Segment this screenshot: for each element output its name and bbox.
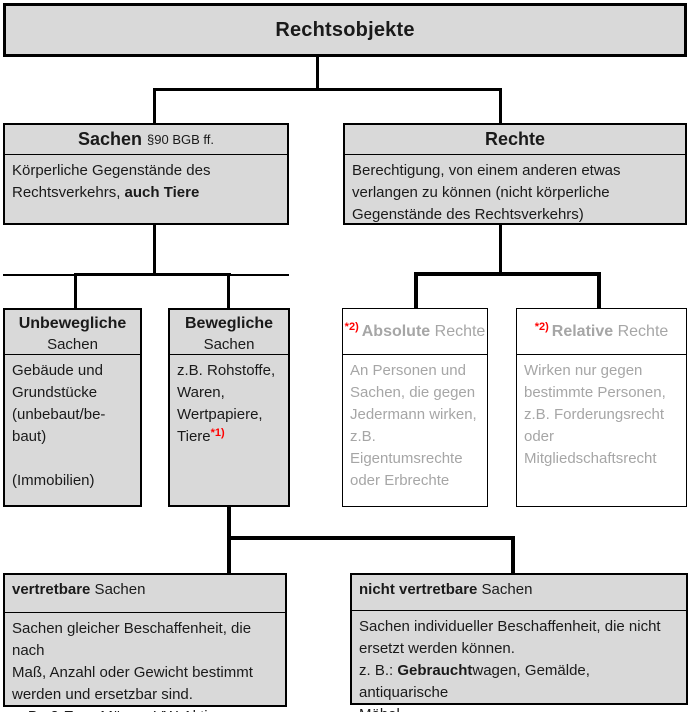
page-title: Rechtsobjekte (275, 18, 415, 41)
node-vertretbare-sachen: vertretbare Sachen Sachen gleicher Besch… (3, 573, 287, 712)
node-nicht-vertretbare-title-rest: Sachen (477, 581, 533, 598)
connector-to-bewegliche (227, 275, 230, 308)
connector-to-nicht-vertretbare (511, 539, 515, 573)
connector-bottom-bracket (227, 536, 515, 540)
node-nicht-vertretbare-example-bold: Gebraucht (397, 662, 473, 679)
node-absolute-title-rest: Rechte (430, 322, 486, 340)
connector-to-unbewegliche (74, 275, 77, 308)
node-nicht-vertretbare-body-text: Sachen individueller Beschaffenheit, die… (359, 618, 661, 657)
node-nicht-vertretbare-header: nicht vertretbare Sachen (352, 575, 686, 611)
connector-to-relative (597, 275, 601, 308)
node-sachen-law-reference: §90 BGB ff. (147, 132, 214, 147)
node-nicht-vertretbare-example-prefix: z. B.: (359, 662, 398, 679)
connector-to-sachen (153, 88, 156, 123)
node-rechte-header: Rechte (345, 125, 685, 155)
node-rechte-body: Berechtigung, von einem anderen etwas ve… (352, 162, 621, 223)
node-vertretbare-title-bold: vertretbare (12, 581, 91, 598)
node-vertretbare-title-rest: Sachen (90, 581, 146, 598)
connector-rechte-bracket (414, 272, 601, 276)
node-unbewegliche-title-bold: Unbewegliche (18, 315, 127, 332)
node-relative-header: *2)Relative Rechte (517, 309, 686, 355)
node-nicht-vertretbare-title-bold: nicht vertretbare (359, 581, 478, 598)
node-absolute-title-bold: Absolute (361, 322, 431, 340)
node-vertretbare-body: Sachen gleicher Beschaffenheit, die nach… (12, 620, 253, 712)
node-vertretbare-header: vertretbare Sachen (5, 575, 285, 613)
node-sachen-header: Sachen §90 BGB ff. (5, 125, 287, 155)
node-nicht-vertretbare-body: Sachen individueller Beschaffenheit, die… (352, 611, 686, 712)
node-nicht-vertretbare-example-rest: wagen, Gemälde, antiquarische Möbel. (359, 662, 590, 712)
node-absolute-rechte: *2)Absolute Rechte An Personen und Sache… (342, 308, 488, 507)
node-sachen-body-bold: auch Tiere (124, 184, 200, 201)
footnote-2-marker: *2) (344, 320, 359, 333)
node-bewegliche-title-rest: Sachen (203, 336, 255, 353)
node-absolute-body: An Personen und Sachen, die gegen Jederm… (350, 362, 477, 489)
node-bewegliche-title-bold: Bewegliche (184, 315, 274, 332)
connector-sachen-bracket (74, 273, 231, 276)
node-relative-title-rest: Rechte (613, 322, 669, 340)
connector-title-stem (316, 57, 319, 90)
connector-sachen-stem (153, 225, 156, 275)
node-relative-rechte: *2)Relative Rechte Wirken nur gegen best… (516, 308, 687, 507)
node-unbewegliche-title-rest: Sachen (47, 336, 98, 353)
node-rechtsobjekte: Rechtsobjekte (3, 3, 687, 57)
node-bewegliche-header: Bewegliche Sachen (170, 310, 288, 355)
node-sachen-body-text: Körperliche Gegenstände des Rechtsverkeh… (12, 162, 211, 201)
node-unbewegliche-header: Unbewegliche Sachen (5, 310, 140, 355)
node-sachen: Sachen §90 BGB ff. Körperliche Gegenstän… (3, 123, 289, 225)
node-nicht-vertretbare-sachen: nicht vertretbare Sachen Sachen individu… (350, 573, 688, 712)
node-unbewegliche-sachen: Unbewegliche Sachen Gebäude und Grundstü… (3, 308, 142, 507)
connector-to-absolute (414, 275, 418, 308)
node-sachen-title: Sachen (78, 129, 143, 149)
footnote-1-marker: *1) (210, 427, 225, 439)
node-relative-title-bold: Relative (551, 322, 614, 340)
node-rechte-title: Rechte (484, 129, 546, 149)
node-bewegliche-body: z.B. Rohstoffe, Waren, Wertpapiere, Tier… (170, 355, 288, 449)
connector-top-bracket (153, 88, 502, 91)
node-rechte: Rechte Berechtigung, von einem anderen e… (343, 123, 687, 225)
node-relative-body: Wirken nur gegen bestimmte Personen, z.B… (524, 362, 666, 467)
connector-rechte-stem (499, 225, 502, 275)
node-bewegliche-body-text: z.B. Rohstoffe, Waren, Wertpapiere, Tier… (177, 362, 276, 445)
connector-to-rechte (499, 88, 502, 123)
node-sachen-body: Körperliche Gegenstände des Rechtsverkeh… (5, 155, 287, 204)
node-bewegliche-sachen: Bewegliche Sachen z.B. Rohstoffe, Waren,… (168, 308, 290, 507)
footnote-2-marker: *2) (534, 320, 549, 333)
node-unbewegliche-body: Gebäude und Grundstücke (unbebaut/be- ba… (12, 362, 106, 489)
connector-bewegliche-stem (227, 507, 231, 573)
node-absolute-header: *2)Absolute Rechte (343, 309, 487, 355)
